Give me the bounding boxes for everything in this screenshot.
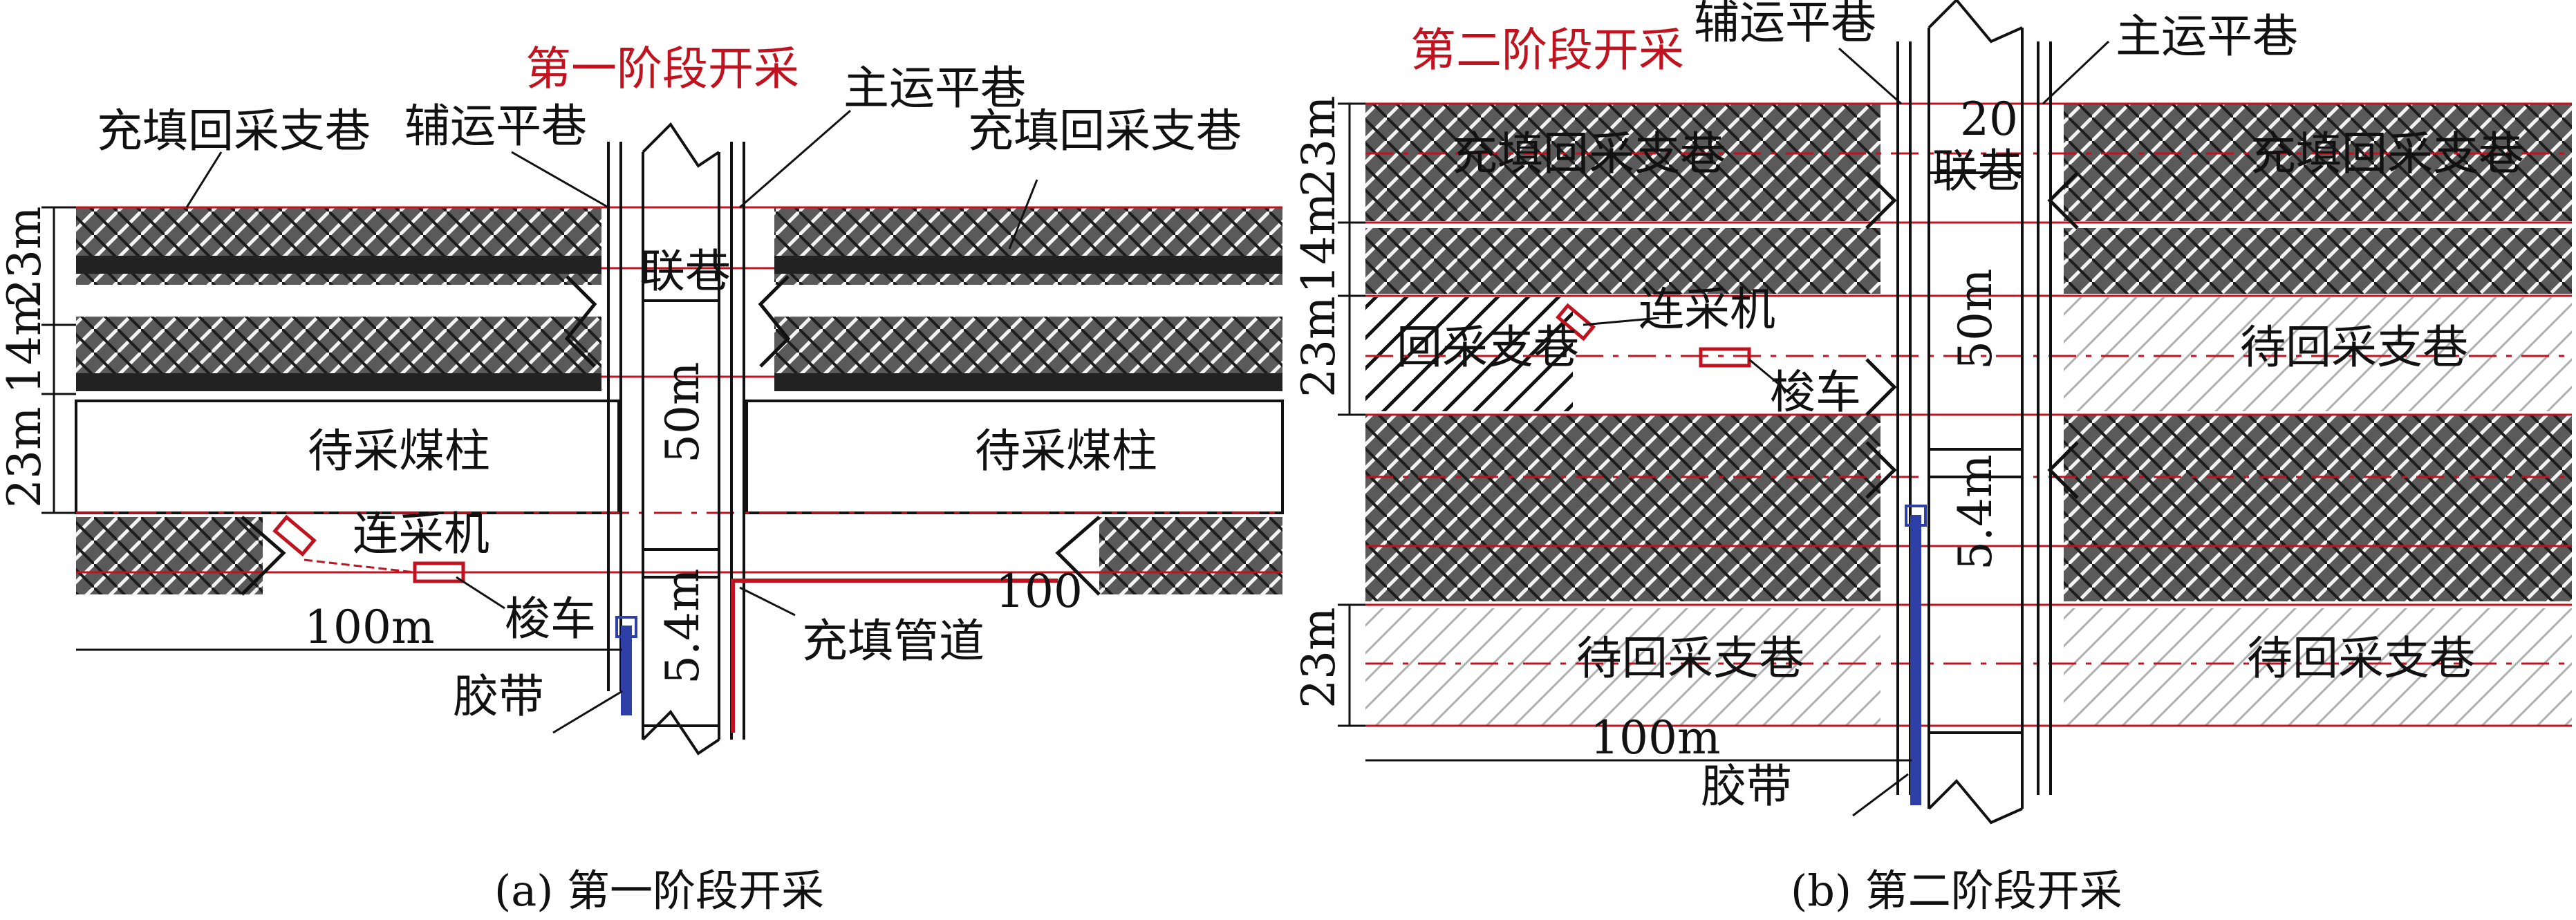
aux-roadway-label-b: 辅运平巷: [1694, 0, 1876, 49]
belt-b: [1910, 515, 1921, 805]
shuttle-car-a: [413, 561, 465, 583]
chevron-guides-a: [241, 275, 1101, 596]
backfill-block-b-r4: [2064, 415, 2572, 601]
connection-label-a: 联巷: [640, 245, 731, 298]
dim-23m-2-b: 23m: [1292, 296, 1345, 397]
backfill-roadway-label-left-a: 充填回采支巷: [97, 104, 371, 158]
haul-path-a: [304, 558, 416, 574]
dim-23m-top-a: 23m: [0, 206, 51, 308]
backfill-roadway-label-right-a: 充填回采支巷: [968, 104, 1242, 158]
fill-pipe-label-a: 充填管道: [802, 614, 984, 668]
continuous-miner-a: [272, 514, 317, 557]
panel-b: 第二阶段开采 辅运平巷 主运平巷 20 联巷 充填回采支巷 充填回采支巷 连采机…: [1292, 0, 2572, 916]
leader-lines-a: [185, 109, 1038, 734]
pending-block-b-l5: [1365, 608, 1880, 726]
backfill-block-b-l1: [1365, 104, 1880, 221]
stage-title-b: 第二阶段开采: [1410, 24, 1684, 77]
miner-label-a: 连采机: [353, 507, 489, 561]
backfill-roadway-label-left-b: 充填回采支巷: [1452, 127, 1726, 180]
pending-label-right-lower-b: 待回采支巷: [2247, 632, 2475, 685]
backfill-block-left-lower: [76, 517, 263, 594]
aux-roadway-label-a: 辅运平巷: [404, 100, 587, 153]
panel-a: 第一阶段开采 辅运平巷 主运平巷 充填回采支巷 充填回采支巷 联巷 待采煤柱 待…: [0, 42, 1284, 916]
central-roadways-b: [1896, 0, 2052, 825]
mining-block-b-l3: [1365, 297, 1573, 411]
length-label-a: 100m: [304, 601, 435, 654]
chevron-guides-b: [1865, 171, 2079, 499]
connection-label-b: 联巷: [1932, 144, 2024, 198]
belt-label-b: 胶带: [1701, 760, 1792, 813]
pending-block-b-r3: [2064, 297, 2572, 411]
dim-5-4m-b: 5.4m: [1949, 454, 2002, 570]
dim-14m-b: 14m: [1292, 192, 1345, 294]
dim-50m-b: 50m: [1949, 268, 2002, 370]
shuttle-car-label-b: 梭车: [1770, 366, 1861, 419]
mining-roadway-label-b: 回采支巷: [1397, 321, 1579, 374]
backfill-block-right-lower: [1099, 517, 1282, 594]
pillar-right-outline: [745, 400, 1284, 514]
backfill-block-b-l4: [1365, 415, 1880, 601]
dim-23m-3-b: 23m: [1292, 607, 1345, 708]
red-centerlines-b: [1365, 102, 2572, 727]
main-roadway-label-b: 主运平巷: [2116, 10, 2298, 63]
backfill-block-b-r1: [2064, 104, 2572, 221]
dim-23m-bottom-a: 23m: [0, 406, 51, 508]
caption-a: (a) 第一阶段开采: [494, 865, 824, 916]
pending-label-left-lower-b: 待回采支巷: [1576, 632, 1804, 685]
backfill-block-b-r2: [2064, 228, 2572, 294]
belt-head-b: [1905, 505, 1927, 527]
central-roadways-a: [607, 122, 745, 755]
stage-title-a: 第一阶段开采: [525, 42, 799, 95]
dim-14m-a: 14m: [0, 292, 51, 394]
pillar-left-outline: [75, 400, 620, 514]
belt-a: [621, 626, 632, 715]
main-roadway-label-a: 主运平巷: [843, 62, 1026, 115]
roadway-bands-a: [76, 256, 1282, 391]
backfill-block-b-l2: [1365, 228, 1880, 294]
fill-pipe-a: [731, 579, 1058, 733]
backfill-roadway-label-right-b: 充填回采支巷: [2250, 127, 2524, 180]
pending-label-right-upper-b: 待回采支巷: [2240, 321, 2468, 374]
belt-head-a: [615, 616, 637, 638]
continuous-miner-b: [1556, 303, 1596, 341]
shuttle-car-label-a: 梭车: [505, 592, 596, 646]
belt-label-a: 胶带: [453, 670, 544, 723]
pillar-label-left-a: 待采煤柱: [308, 424, 490, 478]
length-right-label-a: 100: [996, 565, 1083, 618]
dim-23m-1-b: 23m: [1292, 95, 1345, 197]
dim-20-b: 20: [1960, 93, 2018, 146]
miner-label-b: 连采机: [1639, 283, 1775, 336]
pending-block-b-r5: [2064, 608, 2572, 726]
pillar-label-right-a: 待采煤柱: [975, 424, 1157, 478]
leader-lines-b: [1583, 40, 2110, 817]
shuttle-car-b: [1699, 347, 1751, 368]
dimension-lines-a: [41, 206, 622, 651]
dim-50m-a: 50m: [656, 362, 709, 463]
caption-b: (b) 第二阶段开采: [1791, 865, 2122, 916]
dim-5-4m-a: 5.4m: [656, 568, 709, 684]
dimension-lines-b: [1338, 102, 1912, 762]
length-label-b: 100m: [1590, 711, 1721, 764]
